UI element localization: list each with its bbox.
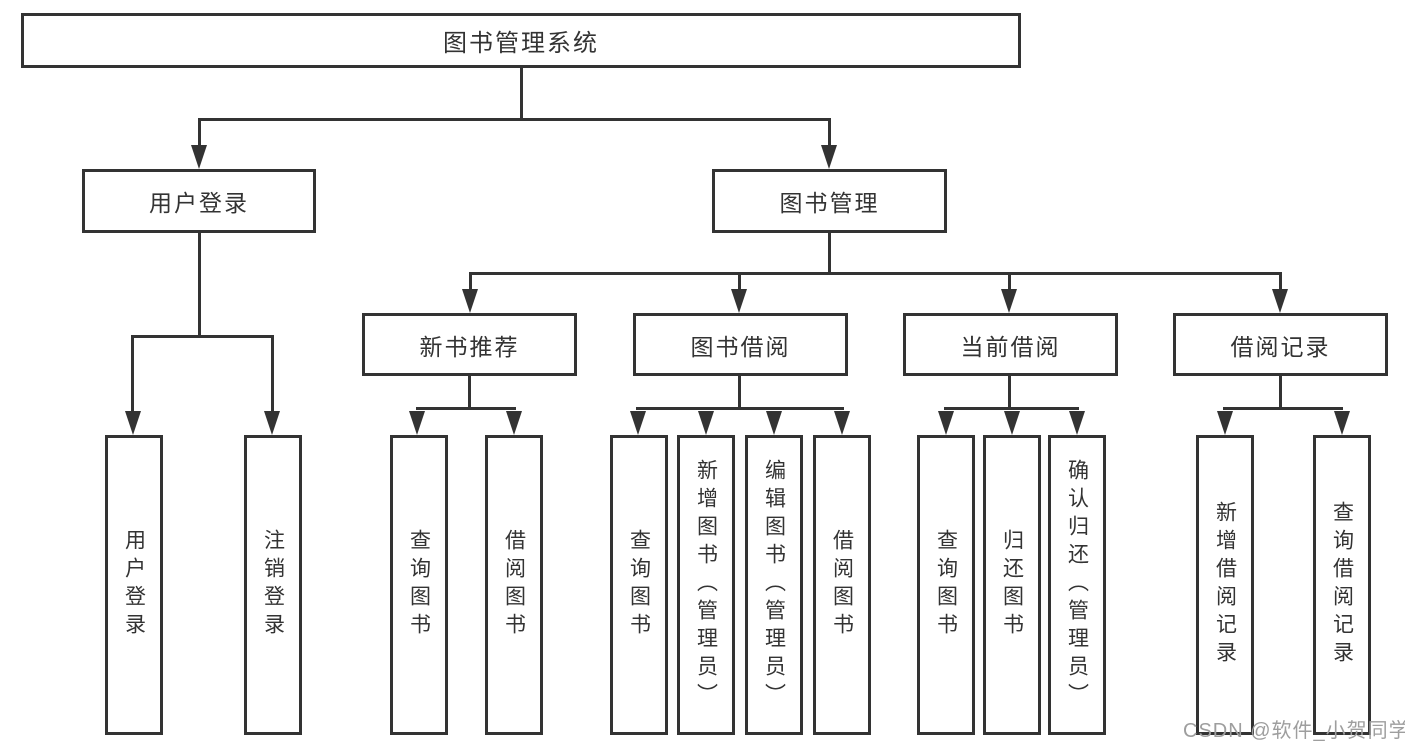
arrow-to-br-add	[1217, 411, 1233, 435]
arrow-to-user-login	[191, 145, 207, 169]
leaf-nb-query-books: 查询图书	[390, 435, 448, 735]
node-borrow-records: 借阅记录	[1173, 313, 1388, 376]
leaf-bb-add-books: 新增图书（管理员）	[677, 435, 735, 735]
node-root-label: 图书管理系统	[443, 30, 599, 57]
node-user-login: 用户登录	[82, 169, 316, 233]
connector-level3-bar	[469, 272, 1282, 275]
connector-new-book-drop	[469, 275, 472, 293]
arrow-to-nb-borrow	[506, 411, 522, 435]
leaf-cb-query-books: 查询图书	[917, 435, 975, 735]
node-new-book-recommend: 新书推荐	[362, 313, 577, 376]
connector-user-login-right-drop	[271, 335, 274, 413]
connector-borrow-records-stem	[1279, 376, 1282, 410]
connector-book-borrow-stem	[738, 376, 741, 410]
arrow-to-leaf-user-login	[125, 411, 141, 435]
connector-user-login-stem	[198, 233, 201, 338]
csdn-watermark: CSDN @软件_小贺同学	[1183, 720, 1405, 742]
arrow-to-borrow-records	[1272, 289, 1288, 313]
connector-book-borrow-bar	[636, 407, 844, 410]
arrow-to-nb-query	[409, 411, 425, 435]
node-current-borrow: 当前借阅	[903, 313, 1118, 376]
arrow-to-bb-add	[698, 411, 714, 435]
node-book-management-label: 图书管理	[779, 190, 880, 216]
arrow-to-bb-borrow	[834, 411, 850, 435]
connector-user-login-bar	[131, 335, 274, 338]
leaf-bb-query-books: 查询图书	[610, 435, 668, 735]
leaf-br-add-record: 新增借阅记录	[1196, 435, 1254, 735]
leaf-bb-query-books-label: 查询图书	[627, 529, 651, 641]
connector-user-login-drop	[198, 121, 201, 147]
connector-current-borrow-drop	[1008, 275, 1011, 293]
arrow-to-bb-query	[630, 411, 646, 435]
leaf-user-login: 用户登录	[105, 435, 163, 735]
leaf-nb-borrow-books-label: 借阅图书	[502, 529, 526, 641]
leaf-br-query-record-label: 查询借阅记录	[1330, 501, 1354, 669]
connector-current-borrow-bar	[944, 407, 1079, 410]
leaf-bb-edit-books-label: 编辑图书（管理员）	[762, 459, 786, 711]
arrow-to-book-borrow	[731, 289, 747, 313]
leaf-user-login-label: 用户登录	[122, 529, 146, 641]
leaf-logout-label: 注销登录	[261, 529, 285, 641]
arrow-to-current-borrow	[1001, 289, 1017, 313]
arrow-to-book-management	[821, 145, 837, 169]
arrow-to-br-query	[1334, 411, 1350, 435]
connector-new-book-stem	[468, 376, 471, 410]
arrow-to-new-book-recommend	[462, 289, 478, 313]
connector-level2-bar	[198, 118, 831, 121]
node-book-borrow-label: 图书借阅	[690, 333, 791, 360]
leaf-cb-confirm-return: 确认归还（管理员）	[1048, 435, 1106, 735]
connector-current-borrow-stem	[1008, 376, 1011, 410]
leaf-cb-return-books: 归还图书	[983, 435, 1041, 735]
node-book-borrow: 图书借阅	[633, 313, 848, 376]
leaf-br-query-record: 查询借阅记录	[1313, 435, 1371, 735]
leaf-bb-borrow-books-label: 借阅图书	[830, 529, 854, 641]
connector-new-book-bar	[416, 407, 516, 410]
leaf-cb-confirm-return-label: 确认归还（管理员）	[1065, 459, 1089, 711]
connector-book-borrow-drop	[738, 275, 741, 293]
connector-root-stem	[520, 68, 523, 121]
node-root: 图书管理系统	[21, 13, 1021, 68]
node-user-login-label: 用户登录	[149, 190, 249, 216]
node-borrow-records-label: 借阅记录	[1230, 333, 1331, 360]
connector-book-mgmt-stem	[828, 233, 831, 275]
connector-borrow-records-bar	[1223, 407, 1343, 410]
leaf-logout: 注销登录	[244, 435, 302, 735]
leaf-cb-query-books-label: 查询图书	[934, 529, 958, 641]
arrow-to-bb-edit	[766, 411, 782, 435]
node-current-borrow-label: 当前借阅	[960, 333, 1061, 360]
connector-user-login-left-drop	[131, 335, 134, 413]
connector-borrow-records-drop	[1279, 275, 1282, 293]
leaf-nb-query-books-label: 查询图书	[407, 529, 431, 641]
leaf-bb-add-books-label: 新增图书（管理员）	[694, 459, 718, 711]
arrow-to-cb-query	[938, 411, 954, 435]
leaf-br-add-record-label: 新增借阅记录	[1213, 501, 1237, 669]
node-book-management: 图书管理	[712, 169, 947, 233]
arrow-to-cb-return	[1004, 411, 1020, 435]
leaf-bb-edit-books: 编辑图书（管理员）	[745, 435, 803, 735]
leaf-bb-borrow-books: 借阅图书	[813, 435, 871, 735]
connector-book-mgmt-drop	[828, 121, 831, 147]
node-new-book-recommend-label: 新书推荐	[419, 333, 520, 360]
leaf-nb-borrow-books: 借阅图书	[485, 435, 543, 735]
arrow-to-cb-confirm	[1069, 411, 1085, 435]
leaf-cb-return-books-label: 归还图书	[1000, 529, 1024, 641]
arrow-to-leaf-logout	[264, 411, 280, 435]
